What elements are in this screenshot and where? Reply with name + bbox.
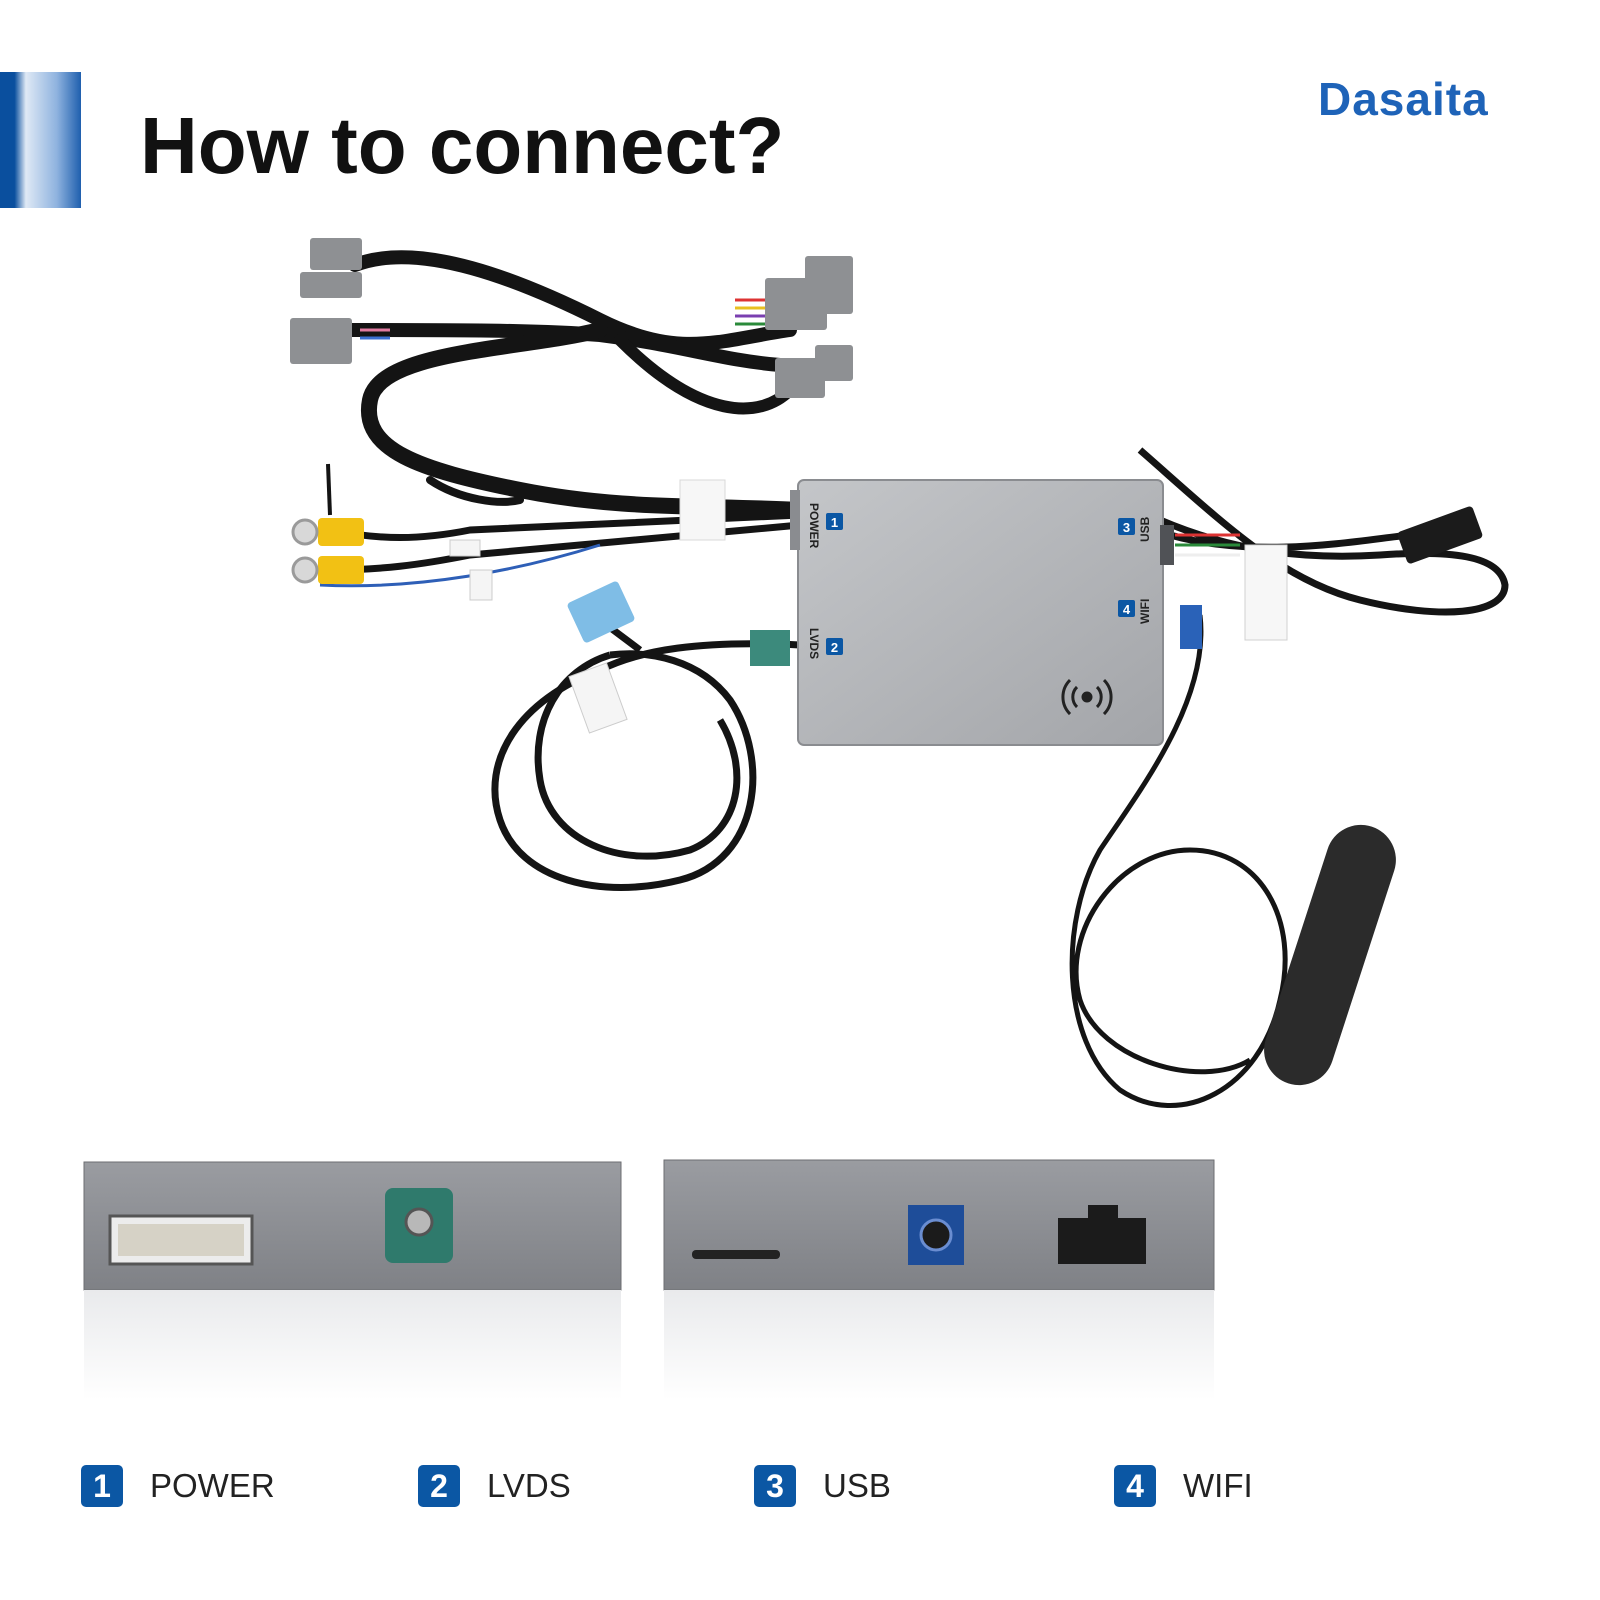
legend-number-badge: 4 [1114, 1465, 1156, 1507]
wireless-signal-icon [1061, 678, 1113, 716]
port-tag-lvds-num: 2 [831, 640, 838, 655]
port-tag-usb: 3 USB [1118, 516, 1152, 542]
legend-number-badge: 3 [754, 1465, 796, 1507]
legend-label: LVDS [487, 1467, 571, 1504]
lvds-plug-blue [567, 581, 635, 643]
legend-label: POWER [150, 1467, 275, 1504]
page-title: How to connect? [140, 101, 785, 190]
harness-colored-wires [360, 298, 765, 340]
wifi-antenna [1264, 824, 1396, 1086]
port-tag-wifi-label: WIFI [1138, 599, 1152, 624]
interface-box [790, 479, 1174, 746]
lvds-plug-teal [750, 630, 790, 666]
legend-item-lvds: 2 LVDS [418, 1464, 571, 1508]
port-tag-lvds: 2 LVDS [807, 628, 843, 659]
legend-number-badge: 2 [418, 1465, 460, 1507]
device-front-panel [83, 1161, 622, 1400]
legend-label: USB [823, 1467, 891, 1504]
harness-label-tag [679, 479, 726, 541]
legend-number-badge: 1 [81, 1465, 123, 1507]
usb-plug [1397, 506, 1483, 564]
legend-item-wifi: 4 WIFI [1114, 1464, 1253, 1508]
legend-item-usb: 3 USB [754, 1464, 891, 1508]
device-rear-panel [663, 1159, 1215, 1400]
wire-harness [343, 250, 808, 518]
usb-wire-colors [1175, 533, 1240, 557]
port-tag-wifi: 4 WIFI [1118, 599, 1152, 624]
title-accent-bar [0, 72, 81, 208]
harness-connector-top-left [290, 238, 362, 364]
lvds-cable-label [568, 662, 628, 734]
port-tag-usb-num: 3 [1123, 520, 1130, 535]
port-tag-usb-label: USB [1138, 516, 1152, 542]
harness-connector-top-right [765, 256, 853, 398]
port-tag-power: 1 POWER [807, 503, 843, 549]
port-tag-power-num: 1 [831, 515, 838, 530]
brand-logo: Dasaita [1318, 73, 1489, 125]
port-tag-power-label: POWER [807, 503, 821, 549]
usb-cable-label [1244, 544, 1288, 641]
legend-label: WIFI [1183, 1467, 1253, 1504]
legend-item-power: 1 POWER [81, 1464, 275, 1508]
rca-cables [291, 463, 801, 601]
port-tag-lvds-label: LVDS [807, 628, 821, 659]
wifi-plug [1180, 605, 1202, 649]
port-tag-wifi-num: 4 [1123, 602, 1131, 617]
